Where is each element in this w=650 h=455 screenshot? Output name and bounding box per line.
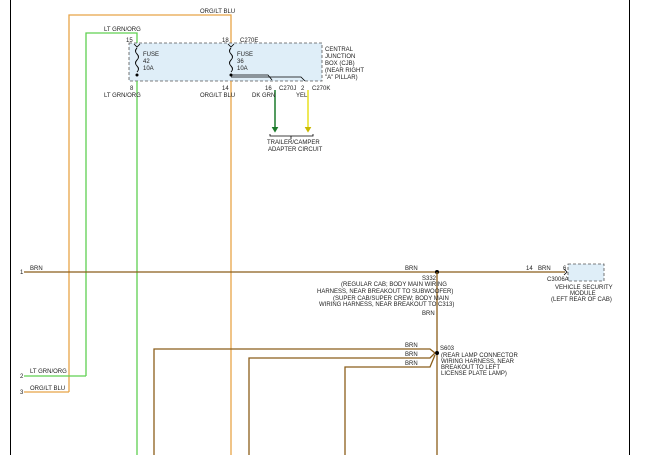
trailer-line1: TRAILER/CAMPER xyxy=(267,140,320,146)
vsm-line3: (LEFT REAR OF CAB) xyxy=(551,297,612,303)
cjb-connector-bracket-left xyxy=(133,43,141,48)
s332-note2: HARNESS, NEAR BREAKOUT TO SUBWOOFER) xyxy=(317,289,453,295)
arrow-dk-grn xyxy=(271,126,279,133)
vsm-pin: 6 xyxy=(563,266,567,272)
cjb-desc-4: (NEAR RIGHT xyxy=(325,68,364,74)
fuse36-amps: 10A xyxy=(237,66,248,72)
s332-note3: (SUPER CAB/SUPER CREW; BODY MAIN xyxy=(333,296,449,302)
fuse-36-symbol xyxy=(229,47,233,73)
vsm-box xyxy=(567,263,605,282)
cjb-desc-2: JUNCTION xyxy=(325,54,355,60)
s603-wire1: BRN xyxy=(405,343,418,349)
left-pin3-wire: ORG/LT BLU xyxy=(30,386,65,392)
s603-wire3: BRN xyxy=(405,361,418,367)
vsm-connector-arrow xyxy=(563,268,568,276)
cjb-bottom-pin-mid: 14 xyxy=(222,86,229,92)
brn-wire-left: BRN xyxy=(30,266,43,272)
cjb-pin-left: 15 xyxy=(126,38,133,44)
fuse36-number: 36 xyxy=(237,59,244,65)
cjb-node-left xyxy=(135,73,139,77)
cjb-internal-dk-grn xyxy=(231,74,273,81)
fuse42-number: 42 xyxy=(143,59,150,65)
vsm-line1: VEHICLE SECURITY xyxy=(555,285,613,291)
fuse42-amps: 10A xyxy=(143,66,154,72)
s603-label: S603 xyxy=(440,346,455,352)
wire-lt-grn-org-top xyxy=(85,32,138,376)
brn-pin-left: 1 xyxy=(20,270,24,276)
wire-label-yel: YEL xyxy=(296,93,308,99)
cjb-connector-k: C270K xyxy=(312,86,330,92)
arrow-yel xyxy=(304,126,312,133)
left-pin2-wire: LT GRN/ORG xyxy=(30,369,67,375)
s332-note1: (REGULAR CAB; BODY MAIN WIRING xyxy=(341,282,447,288)
cjb-desc-1: CENTRAL xyxy=(325,47,354,53)
cjb-bottom-pin-dk: 16 xyxy=(265,86,272,92)
cjb-connector-bracket-right xyxy=(227,43,235,48)
brn-wire-vsm: BRN xyxy=(538,266,551,272)
s603-wire2: BRN xyxy=(405,352,418,358)
fuse36-label: FUSE xyxy=(237,52,253,58)
cjb-desc-5: "A" PILLAR) xyxy=(325,75,358,81)
cjb-connector-j: C270J xyxy=(279,86,296,92)
wire-brn-branch1 xyxy=(153,348,436,455)
left-pin3: 3 xyxy=(20,390,24,396)
trailer-line2: ADAPTER CIRCUIT xyxy=(268,147,323,153)
wire-brn-branch3 xyxy=(344,354,436,455)
cjb-pin-right: 18 xyxy=(222,38,229,44)
fuse-42-symbol xyxy=(135,47,139,73)
splice-s603-dot xyxy=(435,351,439,355)
wire-label-mid: ORG/LT BLU xyxy=(200,93,235,99)
s603-note4: LICENSE PLATE LAMP) xyxy=(441,371,507,377)
left-pin2: 2 xyxy=(20,374,24,380)
wire-label-dk-grn: DK GRN xyxy=(252,93,275,99)
s332-note4: WIRING HARNESS, NEAR BREAKOUT TO C313) xyxy=(319,302,454,308)
splice-s332-label: S332 xyxy=(422,276,437,282)
vsm-connector: C3006A xyxy=(547,277,569,283)
brn-pin-vsm-wire: 14 xyxy=(526,266,533,272)
fuse42-label: FUSE xyxy=(143,52,159,58)
cjb-internal-yel xyxy=(231,76,306,82)
s603-note2: WIRING HARNESS, NEAR xyxy=(441,359,515,365)
wire-brn-branch2 xyxy=(248,352,436,455)
trailer-brace xyxy=(269,134,314,139)
wire-label-left: LT GRN/ORG xyxy=(104,93,141,99)
brn-wire-mid: BRN xyxy=(405,266,418,272)
cjb-desc-3: BOX (CJB) xyxy=(325,61,355,67)
s603-note1: (REAR LAMP CONNECTOR xyxy=(441,353,518,359)
cjb-connector-name: C270E xyxy=(240,38,258,44)
brn-wire-below: BRN xyxy=(422,311,435,317)
s603-note3: BREAKOUT TO LEFT xyxy=(441,365,500,371)
label-top-lt-grn-org: LT GRN/ORG xyxy=(104,27,141,33)
label-top-org-lt-blu: ORG/LT BLU xyxy=(200,9,235,15)
cjb-box xyxy=(128,42,323,82)
vsm-line2: MODULE xyxy=(570,291,596,297)
wire-org-lt-blu-top xyxy=(68,14,232,392)
cjb-bottom-pin-left: 8 xyxy=(130,86,134,92)
cjb-bottom-pin-yel: 2 xyxy=(301,86,305,92)
